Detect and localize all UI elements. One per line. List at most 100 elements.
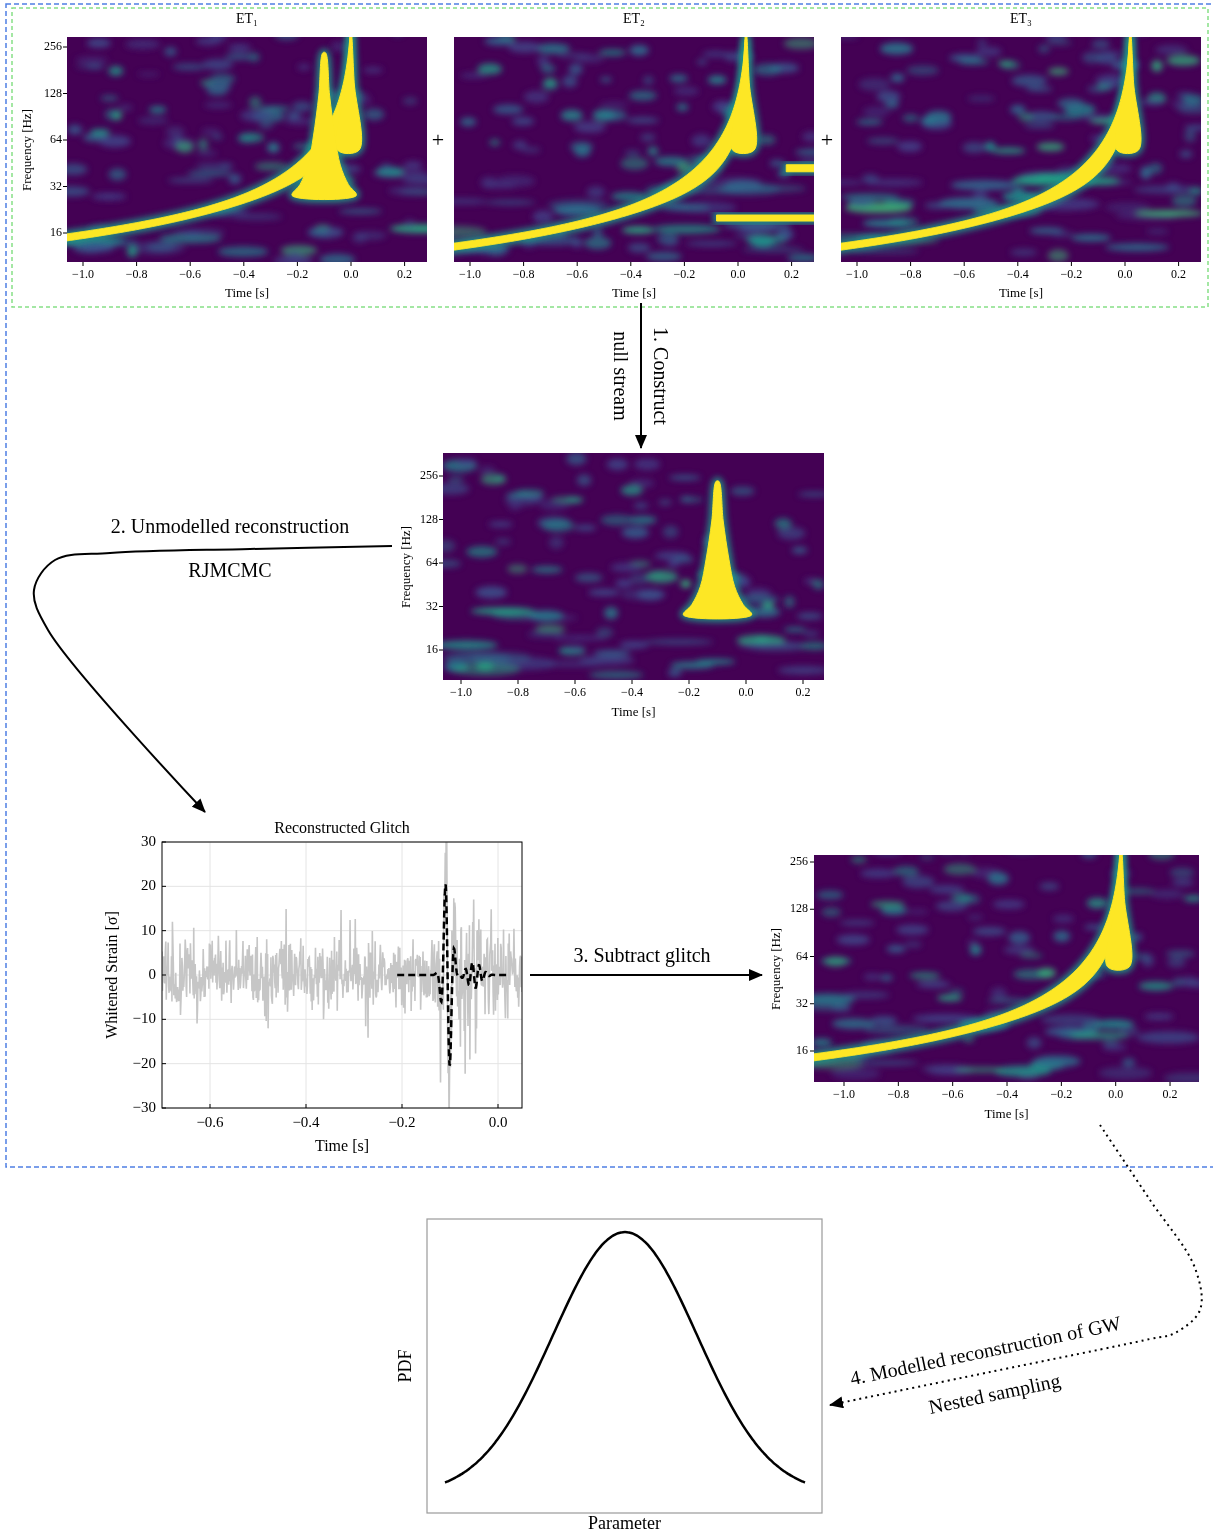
noise-blob	[1082, 52, 1103, 64]
noise-blob	[909, 972, 940, 979]
noise-blob	[187, 170, 232, 176]
axis-label: Time [s]	[612, 286, 656, 301]
noise-blob	[481, 177, 497, 189]
noise-blob	[902, 114, 918, 122]
noise-blob	[669, 475, 700, 480]
noise-blob	[551, 496, 584, 503]
signal-halo	[454, 40, 745, 251]
noise-blob	[625, 150, 641, 155]
axis-label: Time [s]	[999, 286, 1043, 301]
tick-label: −0.6	[566, 268, 588, 282]
noise-blob	[584, 237, 611, 250]
tick-label: −0.6	[942, 1088, 964, 1102]
noise-blob	[896, 924, 929, 935]
noise-blob	[622, 226, 655, 233]
noise-blob	[753, 63, 781, 75]
noise-blob	[174, 228, 226, 236]
noise-blob	[476, 586, 508, 598]
whitened-data	[162, 842, 522, 1108]
noise-blob	[724, 180, 762, 193]
noise-blob	[404, 219, 415, 229]
noise-blob	[629, 516, 657, 524]
noise-blob	[542, 80, 559, 91]
noise-blob	[813, 579, 824, 589]
noise-blob	[742, 247, 804, 253]
axis-label: Frequency [Hz]	[769, 928, 784, 1010]
tick-label: 256	[420, 469, 438, 483]
noise-blob	[167, 178, 214, 183]
signal-halo	[786, 165, 814, 172]
spectrogram-panel: ET₃Time [s]−1.0−0.8−0.6−0.4−0.20.00.2	[828, 10, 1206, 303]
noise-blob	[620, 157, 648, 170]
noise-blob	[1038, 45, 1050, 53]
noise-blob	[443, 540, 455, 553]
noise-blob	[540, 65, 555, 73]
axis-ticks	[470, 262, 792, 266]
noise-blob	[125, 39, 160, 49]
noise-blob	[297, 64, 310, 70]
noise-blob	[1026, 86, 1052, 91]
axis-ticks	[857, 262, 1179, 266]
noise-blob	[936, 901, 968, 911]
group-frame	[12, 8, 1208, 307]
strain-plot	[162, 822, 522, 1126]
tick-label: 0.2	[397, 268, 412, 282]
noise-blob	[897, 141, 922, 152]
noise-blob	[863, 973, 881, 980]
tick-mark	[63, 233, 67, 234]
noise-blob	[1144, 1013, 1174, 1020]
noise-blob	[561, 110, 583, 122]
noise-blobs	[841, 37, 1201, 262]
noise-blob	[600, 102, 629, 107]
noise-blob	[787, 254, 814, 262]
noise-blob	[147, 242, 175, 252]
tick-mark	[297, 262, 298, 266]
tick-label: −10	[133, 1011, 156, 1028]
tick-mark	[210, 1104, 211, 1108]
noise-blob	[240, 109, 270, 121]
noise-blob	[667, 560, 680, 567]
noise-blob	[308, 227, 344, 238]
noise-blob	[108, 66, 123, 76]
tick-mark	[964, 262, 965, 266]
noise-blob	[988, 872, 1009, 885]
tick-label: 64	[796, 950, 808, 964]
noise-blob	[661, 204, 710, 211]
noise-blob	[447, 477, 464, 483]
noise-blob	[456, 459, 477, 467]
noise-blob	[637, 589, 664, 600]
noise-blob	[643, 76, 654, 85]
signal-track	[67, 37, 350, 242]
tick-label: 0.0	[1108, 1088, 1123, 1102]
tick-label: −0.4	[620, 268, 642, 282]
noise-blob	[798, 492, 824, 497]
noise-blob	[939, 197, 999, 209]
tick-label: 32	[796, 997, 808, 1011]
noise-blob	[621, 485, 643, 496]
noise-blob	[176, 142, 194, 153]
noise-blob	[657, 233, 679, 245]
noise-blob	[1069, 1032, 1129, 1040]
noise-blob	[973, 927, 1006, 936]
noise-blob	[1027, 1037, 1042, 1049]
tick-mark	[791, 262, 792, 266]
noise-blob	[670, 661, 714, 669]
noise-blob	[1148, 163, 1162, 174]
tick-label: −0.2	[388, 1114, 415, 1131]
axis-label: Time [s]	[612, 705, 656, 720]
noise-blob	[644, 639, 714, 645]
signal-halo	[717, 215, 814, 221]
noise-blob	[355, 231, 386, 239]
noise-blob	[1040, 1014, 1100, 1025]
noise-blob	[549, 536, 564, 549]
noise-blob	[615, 579, 632, 588]
tick-label: 256	[790, 855, 808, 869]
noise-blob	[105, 109, 121, 120]
tick-mark	[1178, 262, 1179, 266]
noise-blob	[515, 489, 544, 496]
tick-mark	[1170, 1082, 1171, 1086]
tick-mark	[952, 1082, 953, 1086]
noise-blob	[532, 566, 563, 573]
noise-blob	[854, 1060, 919, 1066]
noise-blob	[1033, 1055, 1081, 1067]
